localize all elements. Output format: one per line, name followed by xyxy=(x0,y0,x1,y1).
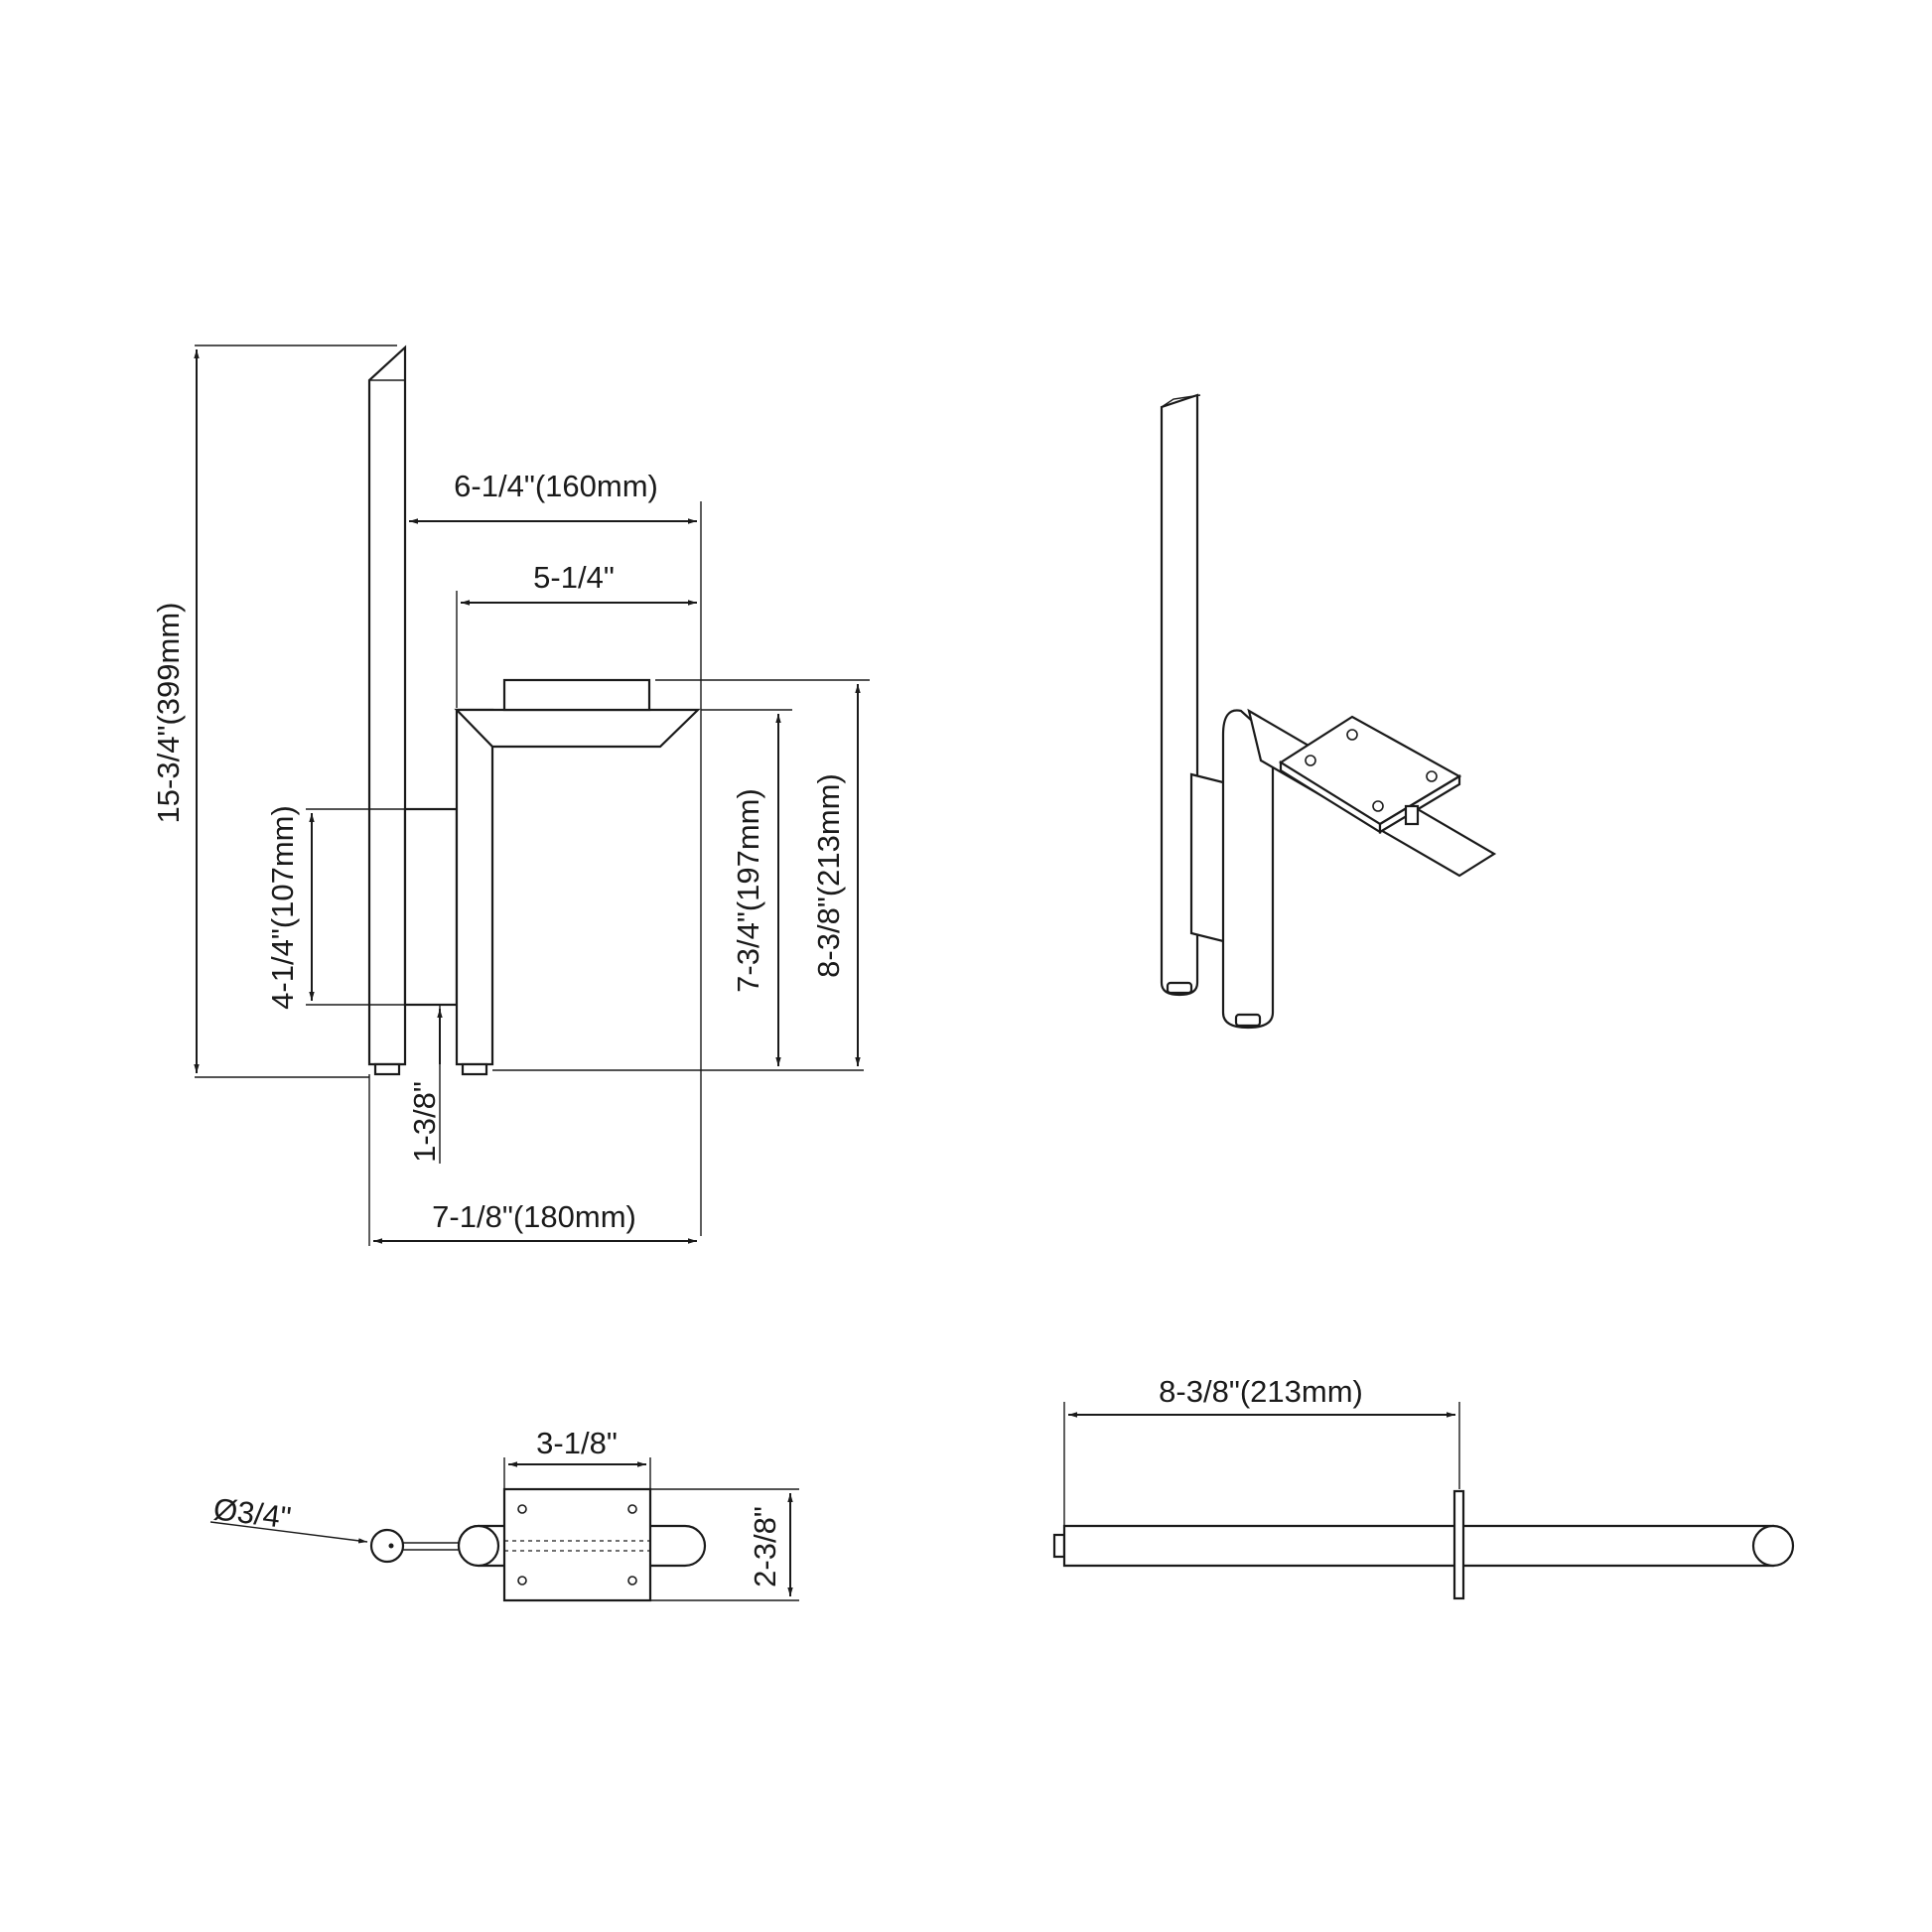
dim-label-plate-width: 3-1/8" xyxy=(536,1426,618,1460)
dim-holder-height: 7-3/4"(197mm) xyxy=(492,709,864,1071)
dim-label-tube-offset: 1-3/8" xyxy=(407,1081,442,1163)
rear-tube xyxy=(367,345,407,1066)
dim-plate-height: 2-3/8" xyxy=(650,1488,799,1601)
dim-label-plate-height: 2-3/8" xyxy=(748,1506,782,1587)
iso-bracket xyxy=(1404,804,1420,826)
isometric-view xyxy=(1160,393,1497,1030)
dim-overall-width: 7-1/8"(180mm) xyxy=(368,1074,697,1246)
dim-holder-width: 5-1/4" xyxy=(456,560,697,708)
top-view-end-cap xyxy=(1052,1533,1066,1559)
iso-tray-hole xyxy=(1372,800,1384,812)
top-view-plate xyxy=(1452,1489,1465,1600)
top-view-tube-end xyxy=(1751,1524,1795,1568)
dim-plate-width: 3-1/8" xyxy=(503,1426,651,1489)
iso-tall-tube xyxy=(1160,393,1199,997)
iso-tray-hole xyxy=(1426,770,1438,782)
dim-label-overall-height: 15-3/4"(399mm) xyxy=(151,603,186,824)
dim-arm-reach: 6-1/4"(160mm) xyxy=(409,469,702,1236)
iso-tray-hole xyxy=(1305,755,1316,766)
dim-label-backplate-height: 4-1/4"(107mm) xyxy=(265,805,300,1010)
dim-tube-offset: 1-3/8" xyxy=(407,1005,443,1164)
iso-tray xyxy=(1278,715,1462,826)
dim-label-arm-reach: 6-1/4"(160mm) xyxy=(454,469,658,503)
top-mounting-plate xyxy=(502,678,651,712)
dim-label-holder-width: 5-1/4" xyxy=(533,560,615,595)
plate-hole xyxy=(517,1576,527,1586)
plate-tube-end xyxy=(457,1524,500,1568)
front-tube-foot xyxy=(461,1062,488,1076)
small-tube-end xyxy=(369,1528,405,1564)
plate-hole xyxy=(627,1576,637,1586)
front-tube xyxy=(455,708,494,1066)
rear-tube-foot xyxy=(373,1062,401,1076)
dim-top-view-length: 8-3/8"(213mm) xyxy=(1063,1374,1460,1526)
top-view-tube xyxy=(1062,1524,1775,1568)
plate-hole xyxy=(517,1504,527,1514)
wall-backplate xyxy=(403,807,459,1007)
front-view xyxy=(367,345,701,1076)
top-view xyxy=(1052,1489,1795,1600)
dim-label-projection-height: 8-3/8"(213mm) xyxy=(811,773,846,978)
iso-arm-foot xyxy=(1234,1013,1262,1028)
dim-projection-height: 8-3/8"(213mm) xyxy=(655,679,870,1066)
iso-tall-tube-foot xyxy=(1166,981,1193,995)
mounting-plate xyxy=(502,1487,652,1602)
dim-label-holder-height: 7-3/4"(197mm) xyxy=(731,788,765,993)
dim-label-top-view-length: 8-3/8"(213mm) xyxy=(1159,1374,1363,1409)
dim-label-tube-diameter: Ø3/4" xyxy=(211,1491,293,1535)
dim-tube-diameter: Ø3/4" xyxy=(209,1491,368,1544)
iso-arm-tube xyxy=(1221,709,1275,1030)
holder-tray xyxy=(454,708,701,749)
iso-tray-hole xyxy=(1346,729,1358,741)
dim-label-overall-width: 7-1/8"(180mm) xyxy=(432,1199,636,1234)
plate-hole xyxy=(627,1504,637,1514)
dim-overall-height: 15-3/4"(399mm) xyxy=(151,345,397,1078)
plate-view xyxy=(369,1487,707,1602)
dim-backplate-height: 4-1/4"(107mm) xyxy=(265,805,405,1010)
